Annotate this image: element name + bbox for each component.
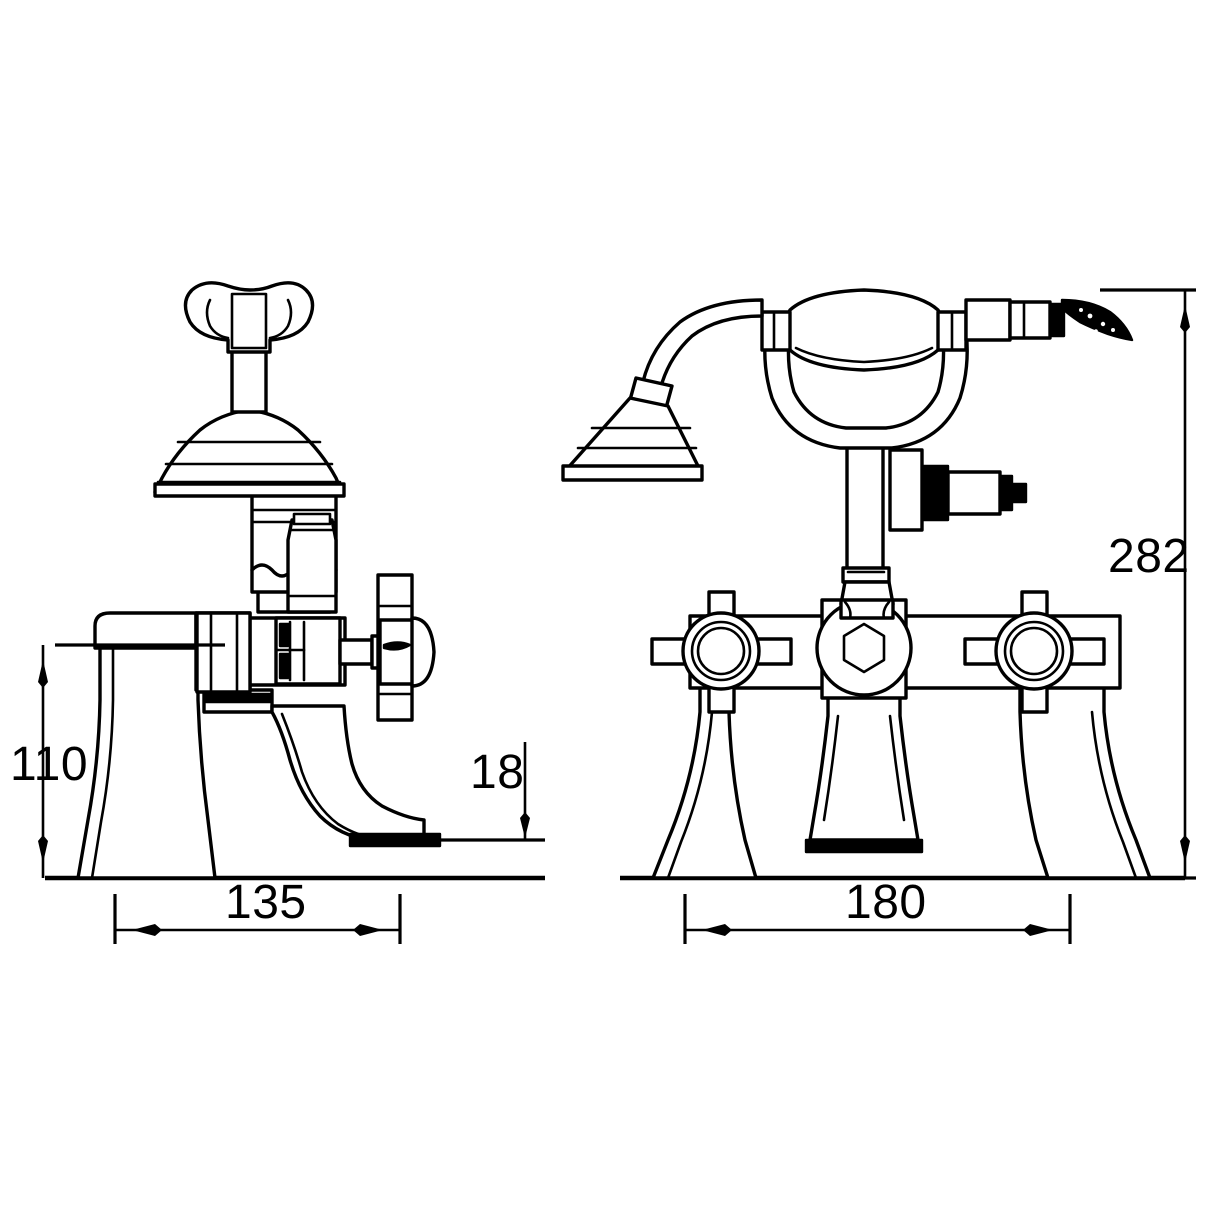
- dimension-110: 110: [10, 643, 225, 878]
- side-handset-hook: [183, 281, 315, 354]
- front-elevation-view: 282 180: [561, 288, 1196, 944]
- front-centre-boss: [815, 598, 913, 700]
- dim-180-arrow-right: [1023, 924, 1053, 936]
- dim-135-arrow-left: [132, 924, 162, 936]
- front-hose-coupling: [964, 298, 1066, 342]
- dim-135-arrow-right: [353, 924, 383, 936]
- side-diverter-knob: [286, 512, 338, 614]
- front-left-cross-handle: [650, 590, 793, 714]
- side-spout-outlet: [348, 832, 442, 848]
- dimension-282: 282: [1100, 288, 1196, 880]
- dim-18-arrow: [520, 812, 530, 838]
- side-handset-neck: [230, 346, 268, 414]
- dimension-180: 180: [683, 876, 1072, 944]
- side-handset-spray-head: [153, 408, 346, 498]
- front-diverter-knob: [888, 448, 1028, 532]
- side-hex-nut: [195, 611, 252, 694]
- front-centre-leg: [804, 688, 924, 854]
- side-pedestal-leg: [76, 638, 217, 880]
- dim-282-label: 282: [1108, 530, 1190, 583]
- dim-110-label: 110: [10, 738, 88, 791]
- dim-135-label: 135: [225, 876, 307, 929]
- dimension-135: 135: [113, 876, 402, 944]
- front-shower-spray-head: [561, 298, 764, 482]
- dimension-18: 18: [440, 742, 545, 842]
- dim-282-arrow-top: [1180, 305, 1190, 333]
- dim-110-arrow-top: [38, 660, 48, 688]
- dim-282-arrow-bottom: [1180, 835, 1190, 863]
- side-valve-block: [274, 616, 342, 686]
- dim-180-label: 180: [845, 876, 927, 929]
- front-flex-hose: [1060, 298, 1134, 342]
- dim-180-arrow-left: [702, 924, 732, 936]
- front-riser-tube: [839, 436, 895, 620]
- dim-110-arrow-bottom: [38, 835, 48, 863]
- dim-18-label: 18: [470, 746, 524, 799]
- side-elevation-view: 110 18 135: [10, 281, 545, 944]
- front-left-leg: [651, 670, 758, 880]
- side-cross-handle: [376, 573, 436, 722]
- front-right-cross-handle: [963, 590, 1106, 714]
- side-spout: [270, 704, 426, 842]
- front-handset-body: [760, 288, 968, 372]
